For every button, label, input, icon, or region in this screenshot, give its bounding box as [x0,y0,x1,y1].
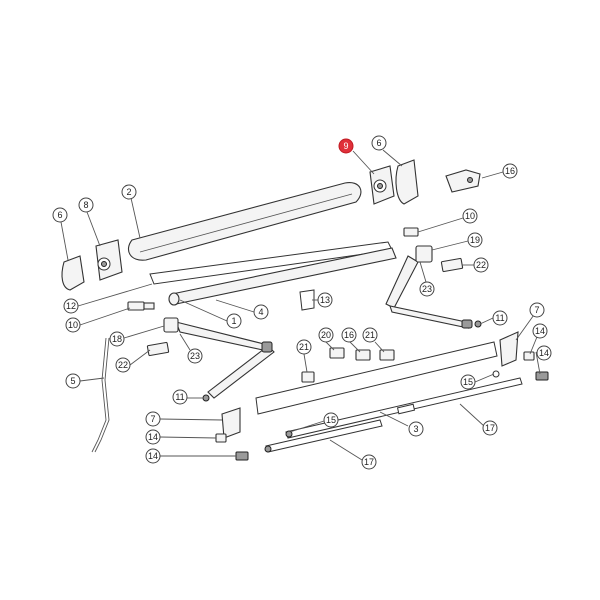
callout-9: 9 [338,138,354,154]
callout-20: 20 [318,327,334,343]
cassette-profile-part [128,181,362,261]
callout-17-right: 17 [482,420,498,436]
small-fittings-part [301,347,395,383]
callout-17-right-label: 17 [485,423,495,433]
callout-6-left-label: 6 [57,210,62,220]
cap-left-2-part [235,451,249,461]
bracket-left-part [221,407,241,439]
callout-18: 18 [109,331,125,347]
cap-left-1-part [215,433,227,443]
callout-14-right-1: 14 [532,323,548,339]
callout-11-left-label: 11 [175,392,184,402]
callout-4-label: 4 [258,307,263,317]
cap-right-1-part [523,351,535,361]
callout-22-right: 22 [473,257,489,273]
callout-10-right-label: 10 [465,211,475,221]
support-rail-lower-part [264,419,383,453]
callout-1-label: 1 [231,316,236,326]
callout-11-right: 11 [492,310,508,326]
end-cap-left-part [61,255,85,291]
callout-22-left: 22 [115,357,131,373]
callout-23-left: 23 [187,348,203,364]
callout-23-right-label: 23 [422,284,432,294]
callout-12-label: 12 [66,301,76,311]
callout-21-b: 21 [296,339,312,355]
callout-7-right-label: 7 [534,305,539,315]
callout-14-left-1: 14 [145,429,161,445]
roller-tube-part [149,241,397,306]
callout-4: 4 [253,304,269,320]
callout-7-left: 7 [145,411,161,427]
gear-right-part [369,165,395,205]
callout-14-right-1-label: 14 [535,326,545,336]
callout-3: 3 [408,421,424,437]
callout-2: 2 [121,184,137,200]
callout-17-bottom-label: 17 [364,457,374,467]
callout-6-left: 6 [52,207,68,223]
callout-12: 12 [63,298,79,314]
callout-20-label: 20 [321,330,331,340]
bracket-right-part [499,331,519,367]
callout-23-left-label: 23 [190,351,200,361]
callout-19: 19 [467,232,483,248]
callout-2-label: 2 [126,187,131,197]
front-bar-part [255,341,498,415]
callout-19-label: 19 [470,235,480,245]
screw-left-part [127,301,155,311]
end-cap-right-part [395,159,419,205]
leader-lines [60,149,541,461]
callout-5-label: 5 [70,376,75,386]
callout-7-right: 7 [529,302,545,318]
callout-7-left-label: 7 [150,414,155,424]
callout-5: 5 [65,373,81,389]
callout-13-label: 13 [320,295,330,305]
callout-16-right-label: 16 [505,166,515,176]
callout-13: 13 [317,292,333,308]
callout-6-right: 6 [371,135,387,151]
callout-9-label: 9 [343,141,348,151]
callout-3-label: 3 [413,424,418,434]
callout-10-right: 10 [462,208,478,224]
callout-23-right: 23 [419,281,435,297]
bracket-top-right-part [445,169,481,193]
callout-10-left-label: 10 [68,320,78,330]
callout-16-right: 16 [502,163,518,179]
callout-14-left-1-label: 14 [148,432,158,442]
callout-14-right-2: 14 [536,345,552,361]
callout-10-left: 10 [65,317,81,333]
callout-18-label: 18 [112,334,122,344]
callout-15-mid-label: 15 [326,415,336,425]
callout-14-right-2-label: 14 [539,348,549,358]
callout-1: 1 [226,313,242,329]
callout-11-left: 11 [172,389,188,405]
callout-15-right-label: 15 [463,377,473,387]
support-rail-upper-part [285,377,523,439]
callout-14-left-2: 14 [145,448,161,464]
callout-21-a: 21 [362,327,378,343]
callout-16-mid-label: 16 [344,330,354,340]
callout-17-bottom: 17 [361,454,377,470]
callout-6-right-label: 6 [376,138,381,148]
callout-15-mid: 15 [323,412,339,428]
callout-22-left-label: 22 [118,360,128,370]
callout-22-right-label: 22 [476,260,486,270]
cover-right-part [440,257,464,273]
right-arm-part [385,245,473,329]
left-arm-part [163,317,275,399]
cover-left-part [146,341,170,357]
clip-part [299,289,315,311]
callout-11-right-label: 11 [495,313,504,323]
cap-right-2-part [535,371,549,381]
callout-21-a-label: 21 [365,330,375,340]
callout-15-right: 15 [460,374,476,390]
callout-14-left-2-label: 14 [148,451,158,461]
callout-16-mid: 16 [341,327,357,343]
callout-8: 8 [78,197,94,213]
callout-8-label: 8 [83,200,88,210]
crank-handle-part [91,337,110,453]
gear-left-part [95,239,123,281]
screw-right-part [403,227,419,237]
callout-21-b-label: 21 [299,342,309,352]
